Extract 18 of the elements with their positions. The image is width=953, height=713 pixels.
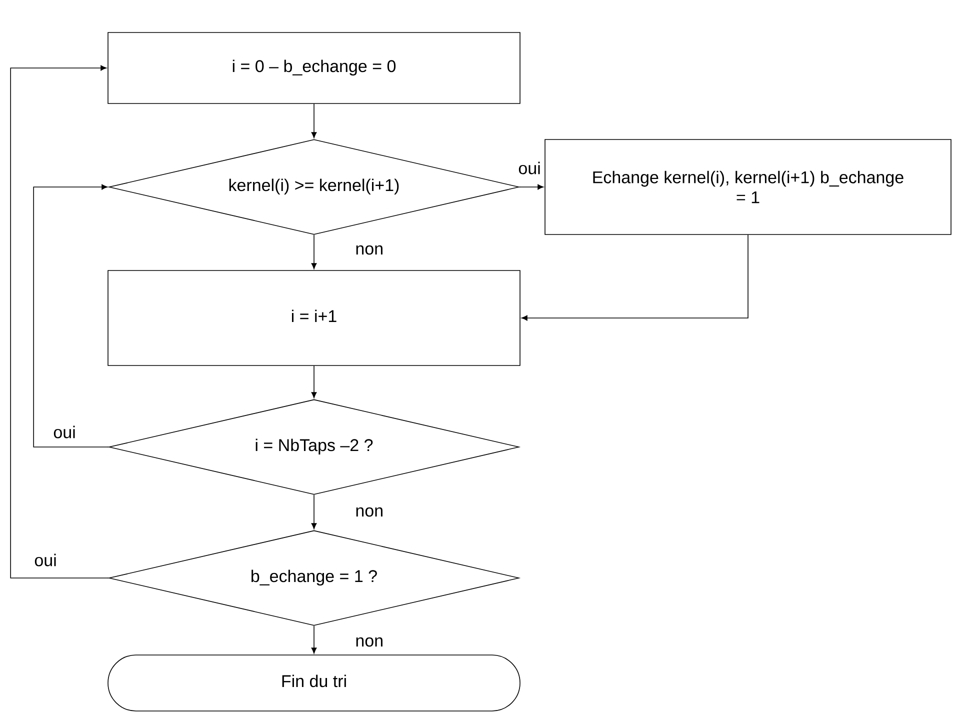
edge-label: non bbox=[356, 637, 382, 647]
edge-label: non bbox=[356, 245, 382, 255]
arrow bbox=[311, 626, 317, 654]
arrow bbox=[521, 234, 748, 321]
arrow bbox=[519, 184, 544, 190]
edge-label: oui bbox=[518, 162, 540, 174]
arrow bbox=[33, 184, 109, 448]
arrow bbox=[311, 234, 317, 270]
edge-label: oui bbox=[34, 554, 56, 566]
arrow bbox=[311, 366, 317, 398]
arrow bbox=[311, 104, 317, 138]
edge-label: non bbox=[356, 507, 382, 517]
arrow bbox=[311, 494, 317, 530]
process-box: i = 0 – b_echange = 0 bbox=[108, 32, 520, 104]
edge-label: oui bbox=[54, 426, 75, 438]
process-box: Echange kernel(i), kernel(i+1) b_echange = 1 bbox=[544, 139, 952, 235]
arrow bbox=[10, 65, 109, 578]
process-box: i = i+1 bbox=[108, 270, 520, 366]
